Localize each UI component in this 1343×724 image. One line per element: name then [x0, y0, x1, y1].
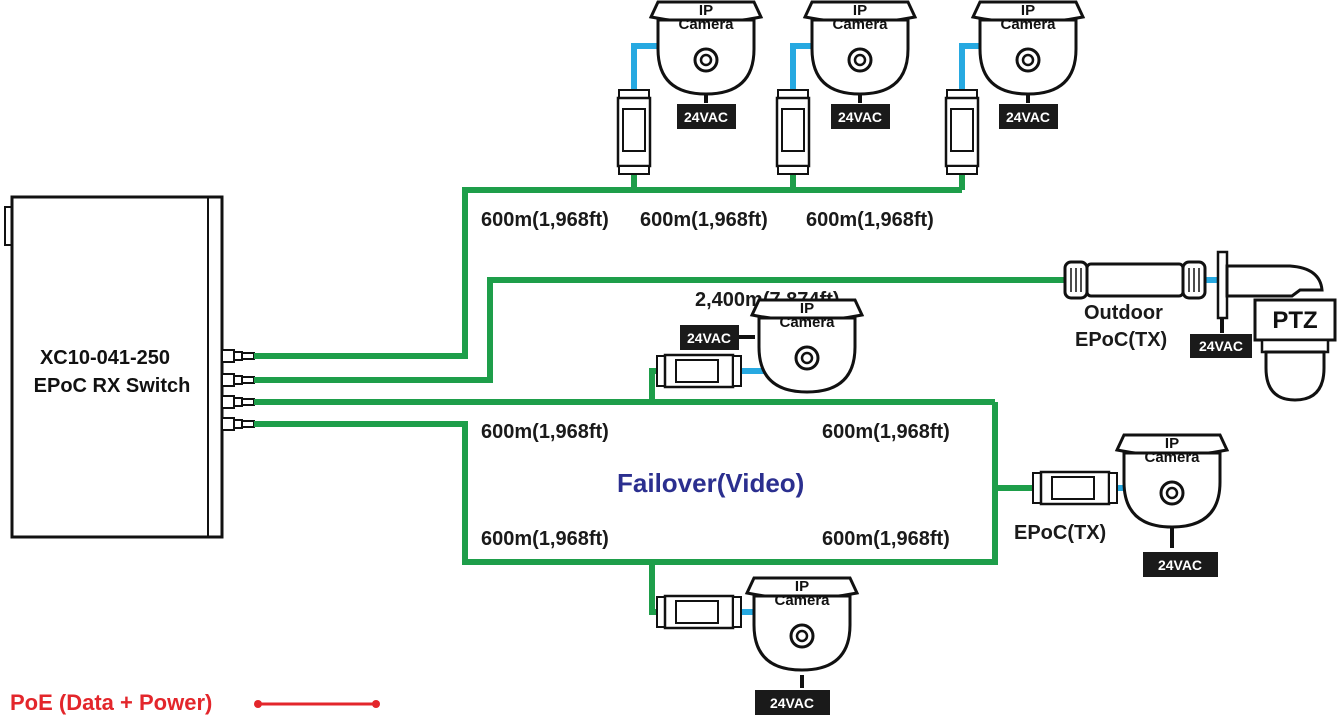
- ip-camera-ring-top: IP Camera: [750, 298, 864, 394]
- rx-switch: XC10-041-250 EPoC RX Switch: [4, 195, 255, 539]
- outdoor-label-line1: Outdoor: [1084, 302, 1163, 324]
- svg-text:IP: IP: [699, 2, 713, 19]
- coax-cables: [254, 168, 1065, 615]
- ip-camera-top-2: IP Camera: [803, 0, 917, 96]
- distance-ring-bottom-left: 600m(1,968ft): [481, 528, 609, 550]
- switch-ports: [221, 349, 255, 431]
- switch-name: EPoC RX Switch: [34, 375, 191, 397]
- svg-text:Camera: Camera: [678, 16, 734, 33]
- cable-top-run: [254, 187, 962, 359]
- legend-poe-label: PoE (Data + Power): [10, 690, 212, 715]
- distance-ring-bottom-right: 600m(1,968ft): [822, 528, 950, 550]
- ip-camera-ring-bottom: IP Camera: [745, 576, 859, 672]
- epoc-tx-ring-right: [1031, 470, 1119, 506]
- svg-text:Camera: Camera: [832, 16, 888, 33]
- svg-text:IP: IP: [1021, 2, 1035, 19]
- svg-text:24VAC: 24VAC: [687, 330, 731, 346]
- cable-long-run: [254, 277, 1065, 383]
- svg-text:Camera: Camera: [779, 314, 835, 331]
- epoc-tx-ring-bottom: [655, 594, 743, 630]
- svg-text:Camera: Camera: [774, 592, 830, 609]
- svg-text:IP: IP: [1165, 435, 1179, 452]
- power-badge-top-3: 24VAC: [999, 104, 1058, 129]
- svg-text:24VAC: 24VAC: [1006, 109, 1050, 125]
- distance-top-1: 600m(1,968ft): [481, 209, 609, 231]
- svg-text:24VAC: 24VAC: [770, 695, 814, 711]
- distance-top-3: 600m(1,968ft): [806, 209, 934, 231]
- power-badge-top-2: 24VAC: [831, 104, 890, 129]
- power-badge-ptz: 24VAC: [1190, 334, 1252, 358]
- power-badge-ring-top: 24VAC: [680, 325, 739, 350]
- svg-text:Camera: Camera: [1144, 449, 1200, 466]
- ip-camera-top-3: IP Camera: [971, 0, 1085, 96]
- failover-label: Failover(Video): [617, 468, 804, 498]
- ip-camera-ring-right: IP Camera: [1115, 433, 1229, 529]
- cable-ring: [254, 402, 998, 565]
- power-badge-ring-right: 24VAC: [1143, 552, 1218, 577]
- distance-top-2: 600m(1,968ft): [640, 209, 768, 231]
- outdoor-label-line2: EPoC(TX): [1075, 329, 1167, 351]
- svg-text:24VAC: 24VAC: [684, 109, 728, 125]
- epoc-tx-top-2: [775, 88, 811, 176]
- svg-text:24VAC: 24VAC: [1199, 338, 1243, 354]
- svg-text:24VAC: 24VAC: [838, 109, 882, 125]
- distance-ring-top-right: 600m(1,968ft): [822, 421, 950, 443]
- ip-camera-top-1: IP Camera: [649, 0, 763, 96]
- ptz-camera: PTZ: [1216, 250, 1337, 402]
- switch-model: XC10-041-250: [40, 347, 170, 369]
- legend-poe: PoE (Data + Power): [10, 690, 380, 715]
- power-badge-top-1: 24VAC: [677, 104, 736, 129]
- epoc-tx-ring-top: [655, 353, 743, 389]
- power-badge-ring-bottom: 24VAC: [755, 690, 830, 715]
- svg-text:IP: IP: [800, 300, 814, 317]
- svg-text:IP: IP: [853, 2, 867, 19]
- svg-text:Camera: Camera: [1000, 16, 1056, 33]
- ptz-label: PTZ: [1272, 307, 1317, 334]
- epoc-tx-label: EPoC(TX): [1014, 522, 1106, 544]
- epoc-tx-top-1: [616, 88, 652, 176]
- distance-ring-top-left: 600m(1,968ft): [481, 421, 609, 443]
- svg-text:24VAC: 24VAC: [1158, 557, 1202, 573]
- svg-text:IP: IP: [795, 578, 809, 595]
- outdoor-epoc-tx: [1063, 260, 1207, 300]
- epoc-tx-top-3: [944, 88, 980, 176]
